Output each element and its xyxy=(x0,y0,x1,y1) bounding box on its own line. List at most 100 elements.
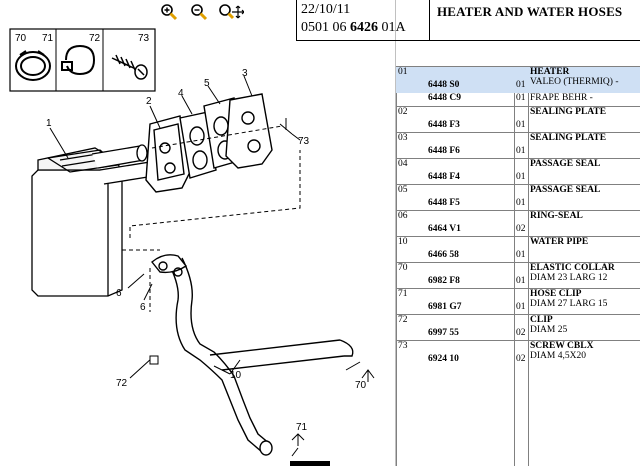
diagram-toolbar xyxy=(0,0,282,24)
pan-icon[interactable] xyxy=(218,3,244,21)
callout-72[interactable]: 72 xyxy=(116,378,128,389)
description-title: HEATER xyxy=(530,67,570,77)
part-number[interactable]: 6981 G7 xyxy=(428,302,462,312)
row-description: RING-SEAL xyxy=(530,210,640,237)
callout-2[interactable]: 2 xyxy=(146,96,152,107)
part-number[interactable]: 6448 F4 xyxy=(428,172,460,182)
row-ref: 03 xyxy=(396,132,412,159)
row-qty: 02 xyxy=(516,340,530,367)
ref-number: 05 xyxy=(398,185,408,195)
callout-1[interactable]: 1 xyxy=(46,118,52,129)
part-number[interactable]: 6448 F3 xyxy=(428,120,460,130)
ref-number: 01 xyxy=(398,67,408,77)
row-qty: 01 xyxy=(516,66,530,93)
row-description: PASSAGE SEAL xyxy=(530,158,640,185)
part-number[interactable]: 6448 F6 xyxy=(428,146,460,156)
header-divider xyxy=(429,0,430,40)
part-number[interactable]: 6448 S0 xyxy=(428,80,460,90)
code-suffix: 01A xyxy=(378,20,406,35)
description-title: CLIP xyxy=(530,315,553,325)
quantity: 01 xyxy=(516,276,526,286)
exploded-diagram[interactable]: 70 71 72 73 xyxy=(0,0,396,466)
callout-71[interactable]: 71 xyxy=(296,422,308,433)
description-detail: DIAM 25 xyxy=(530,325,568,335)
table-row[interactable]: 05 6448 F5 01 PASSAGE SEAL xyxy=(396,184,640,211)
row-part-number: 6464 V1 xyxy=(412,210,516,237)
sealing-plate-3 xyxy=(225,93,273,169)
description-title: SEALING PLATE xyxy=(530,133,607,143)
description-title: ELASTIC COLLAR xyxy=(530,263,615,273)
part-number[interactable]: 6448 F5 xyxy=(428,198,460,208)
quantity: 02 xyxy=(516,328,526,338)
callout-6b[interactable]: 6 xyxy=(140,302,146,313)
part-number[interactable]: 6464 V1 xyxy=(428,224,461,234)
code-bold: 6426 xyxy=(350,20,378,35)
description-title: PASSAGE SEAL xyxy=(530,185,601,195)
ref-number: 02 xyxy=(398,107,408,117)
callout-3[interactable]: 3 xyxy=(242,68,248,79)
scroll-indicator[interactable] xyxy=(290,461,330,466)
description-title: WATER PIPE xyxy=(530,237,589,247)
zoom-in-icon[interactable] xyxy=(160,3,178,21)
part-number[interactable]: 6997 55 xyxy=(428,328,459,338)
quantity: 01 xyxy=(516,92,526,103)
row-qty: 02 xyxy=(516,210,530,237)
ref-number: 70 xyxy=(398,263,408,273)
row-ref: 02 xyxy=(396,106,412,133)
table-row[interactable]: 6448 C9 01 FRAPE BEHR - xyxy=(396,93,640,107)
description-title: HOSE CLIP xyxy=(530,289,582,299)
sealing-plate-2 xyxy=(145,115,191,193)
ref-number: 73 xyxy=(398,341,408,351)
part-number[interactable]: 6466 58 xyxy=(428,250,459,260)
elastic-collar-icon xyxy=(15,50,51,81)
row-part-number: 6448 S0 xyxy=(412,66,516,93)
header-date: 22/10/11 xyxy=(301,2,351,17)
hose-clip-icon xyxy=(61,44,96,76)
row-ref xyxy=(396,93,412,107)
callout-73[interactable]: 73 xyxy=(298,136,310,147)
heater-core xyxy=(31,144,158,297)
row-qty: 01 xyxy=(516,236,530,263)
row-part-number: 6466 58 xyxy=(412,236,516,263)
description-detail: FRAPE BEHR - xyxy=(530,92,593,103)
part-number[interactable]: 6448 C9 xyxy=(428,92,461,103)
description-title: PASSAGE SEAL xyxy=(530,159,601,169)
callout-70[interactable]: 70 xyxy=(355,380,367,391)
leader-lines xyxy=(49,75,375,457)
ref-number: 10 xyxy=(398,237,408,247)
row-qty: 01 xyxy=(516,158,530,185)
row-part-number: 6997 55 xyxy=(412,314,516,341)
part-number[interactable]: 6982 F8 xyxy=(428,276,460,286)
callout-4[interactable]: 4 xyxy=(178,88,184,99)
row-qty: 01 xyxy=(516,262,530,289)
row-description: SEALING PLATE xyxy=(530,132,640,159)
description-title: RING-SEAL xyxy=(530,211,583,221)
ref-number: 06 xyxy=(398,211,408,221)
row-part-number: 6448 F3 xyxy=(412,106,516,133)
part-number[interactable]: 6924 10 xyxy=(428,354,459,364)
row-ref: 70 xyxy=(396,262,412,289)
callout-10[interactable]: 10 xyxy=(230,370,242,381)
description-detail: DIAM 4,5X20 xyxy=(530,351,586,361)
quantity: 01 xyxy=(516,198,526,208)
zoom-out-icon[interactable] xyxy=(190,3,208,21)
callout-5[interactable]: 5 xyxy=(204,78,210,89)
description-detail: VALEO (THERMIQ) - xyxy=(530,77,619,87)
callout-6a[interactable]: 6 xyxy=(116,288,122,299)
row-part-number: 6448 C9 xyxy=(412,93,516,107)
